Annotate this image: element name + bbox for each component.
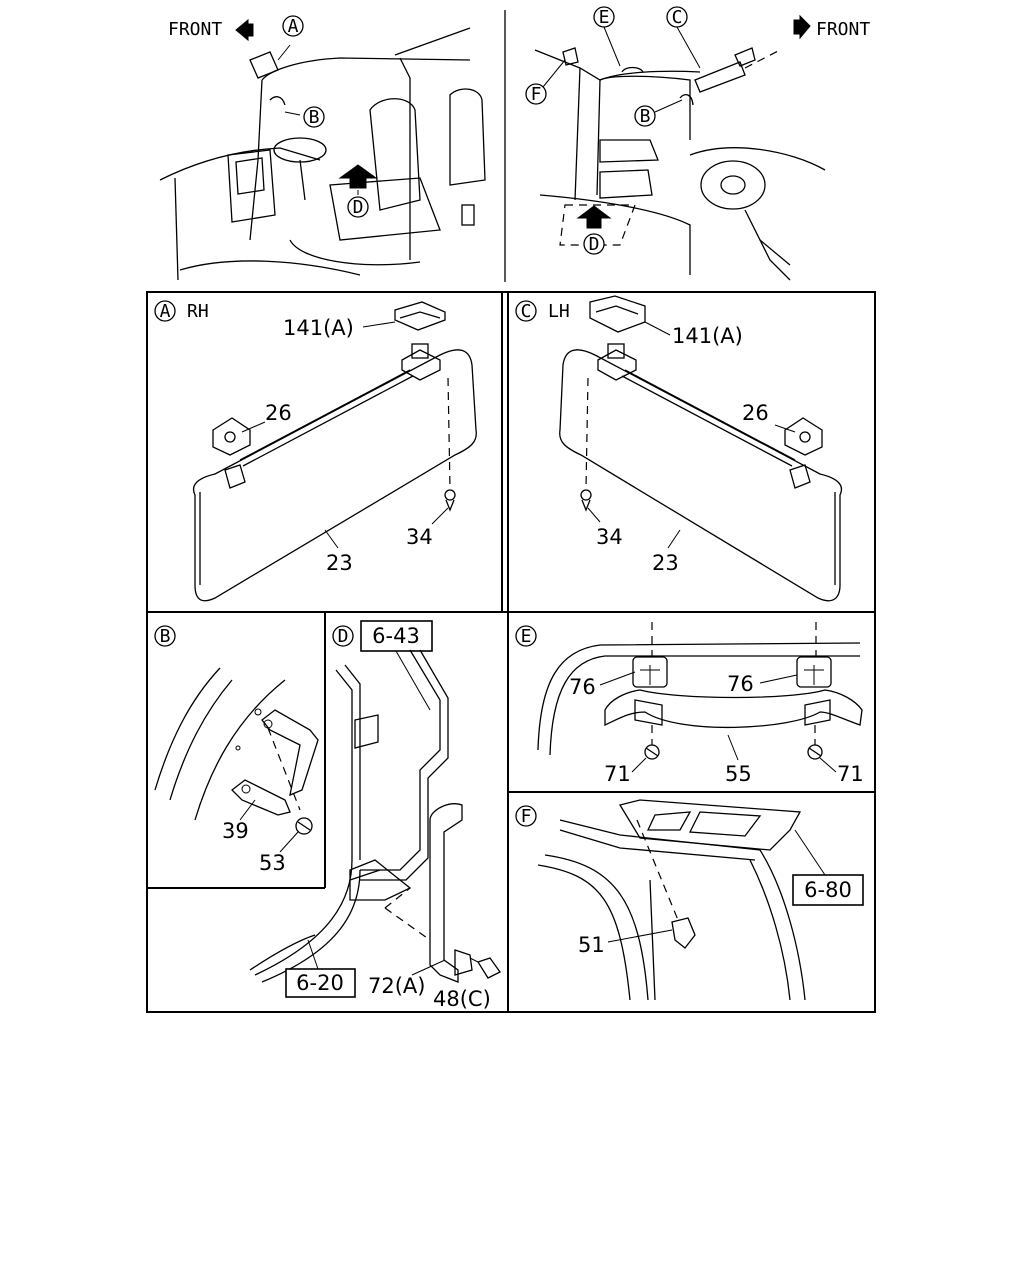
front-arrow-left-icon — [235, 18, 249, 42]
panel-d-letter-text: D — [338, 626, 349, 647]
panel-f: F 51 6-80 — [515, 799, 864, 1001]
panel-c-lh: C LH 141(A) 26 34 23 — [515, 295, 843, 602]
panel-c-letter-text: C — [521, 301, 532, 322]
callout-b-right — [634, 105, 656, 127]
ref-6-20: 6-20 — [296, 971, 344, 995]
callout-f-right — [525, 83, 547, 105]
panel-b-letter — [154, 625, 176, 647]
overview-right: FRONT E C — [525, 6, 870, 281]
panel-c-part-141a: 141(A) — [672, 324, 743, 348]
callout-d-right — [583, 233, 605, 255]
panel-e-letter-text: E — [521, 626, 532, 647]
panel-e-part-55: 55 — [725, 762, 752, 786]
panel-b: B 39 53 — [154, 625, 319, 875]
panel-a-part-34: 34 — [406, 525, 433, 549]
callout-b-left-text: B — [309, 107, 320, 128]
panel-e-letter — [515, 625, 537, 647]
callout-c-right-text: C — [672, 7, 683, 28]
panel-f-part-51: 51 — [578, 933, 605, 957]
panel-a-part-141a: 141(A) — [283, 316, 354, 340]
panel-f-letter-text: F — [521, 806, 532, 827]
panel-c-part-26: 26 — [742, 401, 769, 425]
callout-d-left — [347, 196, 369, 218]
callout-f-right-text: F — [531, 84, 542, 105]
callout-b-right-text: B — [640, 106, 651, 127]
callout-b-left — [303, 106, 325, 128]
view-arrow-d-right-icon — [576, 205, 612, 229]
panel-a-side: RH — [187, 301, 209, 322]
panel-b-letter-text: B — [160, 626, 171, 647]
view-arrow-d-left-icon — [338, 164, 378, 189]
panel-a-part-26: 26 — [265, 401, 292, 425]
panel-e-part-71-right: 71 — [837, 762, 864, 786]
callout-d-right-text: D — [589, 234, 600, 255]
front-arrow-right-icon — [799, 14, 811, 40]
ref-box-6-20 — [285, 968, 356, 998]
front-arrow-right-tail — [793, 19, 801, 35]
panel-e-part-71-left: 71 — [604, 762, 631, 786]
panel-d-part-48c: 48(C) — [433, 987, 491, 1011]
front-arrow-left-tail — [247, 23, 254, 37]
callout-d-left-text: D — [353, 197, 364, 218]
callout-a-left — [282, 15, 304, 37]
front-label-right: FRONT — [816, 19, 870, 40]
panel-d: D 6-43 6-20 72(A) 48(C) — [249, 620, 501, 1011]
panel-a-letter — [154, 300, 176, 322]
panel-c-part-23: 23 — [652, 551, 679, 575]
panel-a-part-23: 23 — [326, 551, 353, 575]
panel-e-part-76-left: 76 — [569, 675, 596, 699]
panel-c-side: LH — [548, 301, 570, 322]
panel-d-part-72a: 72(A) — [368, 974, 425, 998]
callout-a-left-text: A — [288, 16, 299, 37]
panel-e-part-76-right: 76 — [727, 672, 754, 696]
panel-f-letter — [515, 805, 537, 827]
front-label-left: FRONT — [168, 19, 222, 40]
panel-c-letter — [515, 300, 537, 322]
overview-left: FRONT A B — [159, 15, 486, 281]
panel-a-letter-text: A — [160, 301, 171, 322]
callout-e-right-text: E — [599, 7, 610, 28]
panel-a-rh: A RH 141(A) 26 34 23 — [154, 300, 477, 602]
panel-b-part-53: 53 — [259, 851, 286, 875]
panel-c-part-34: 34 — [596, 525, 623, 549]
ref-box-6-80 — [792, 874, 864, 906]
ref-box-6-43 — [360, 620, 433, 652]
panel-b-part-39: 39 — [222, 819, 249, 843]
panel-e: E 76 76 71 55 71 — [515, 622, 864, 786]
ref-6-80: 6-80 — [804, 878, 852, 902]
detail-frame — [146, 291, 876, 1013]
panel-d-letter — [332, 625, 354, 647]
ref-6-43: 6-43 — [372, 624, 420, 648]
